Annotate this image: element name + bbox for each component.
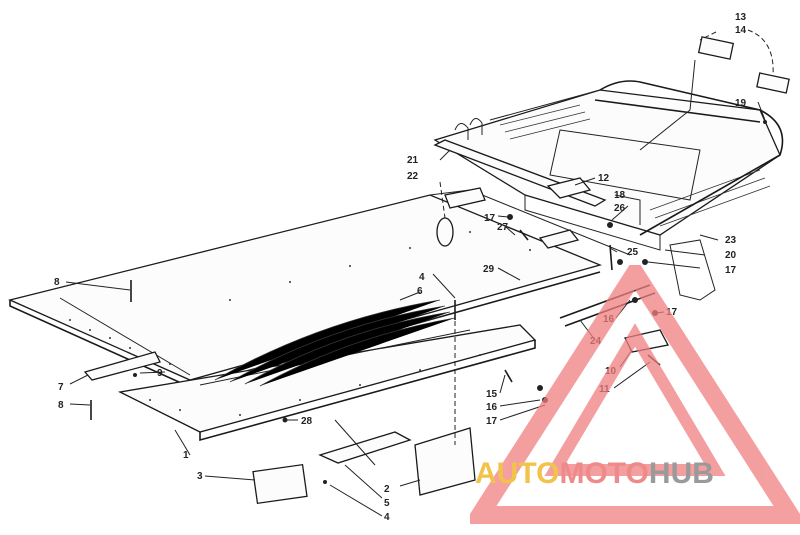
running-board <box>117 299 537 442</box>
callout-13: 13 <box>735 12 747 23</box>
callout-17d: 17 <box>486 416 498 427</box>
watermark-part-hub: HUB <box>649 457 714 490</box>
callout-3: 3 <box>197 471 203 482</box>
callout-21: 21 <box>407 155 419 166</box>
watermark-part-auto: AUTO <box>475 457 559 490</box>
triangle-inner <box>544 323 726 476</box>
callout-8a: 8 <box>54 277 60 288</box>
callout-1: 1 <box>183 450 189 461</box>
leader-lines <box>65 29 774 517</box>
callout-12: 12 <box>598 173 610 184</box>
callout-17a: 17 <box>484 213 496 224</box>
automotohub-watermark: AUTOMOTOHUB <box>470 265 800 524</box>
callout-17c: 17 <box>666 307 678 318</box>
callout-2: 2 <box>384 484 390 495</box>
callout-29: 29 <box>483 264 495 275</box>
callout-26: 26 <box>614 203 626 214</box>
watermark-part-moto: MOTO <box>559 457 648 490</box>
callout-16b: 16 <box>486 402 498 413</box>
callout-27: 27 <box>497 222 509 233</box>
callout-5: 5 <box>384 498 390 509</box>
callout-19: 19 <box>735 98 747 109</box>
callout-8b: 8 <box>58 400 64 411</box>
callout-23: 23 <box>725 235 737 246</box>
callout-15: 15 <box>486 389 498 400</box>
callout-14: 14 <box>735 25 747 36</box>
triangle-outer <box>470 265 800 524</box>
callout-20: 20 <box>725 250 737 261</box>
small-parts <box>83 36 790 505</box>
callout-22: 22 <box>407 171 419 182</box>
callout-9: 9 <box>157 368 163 379</box>
warning-triangle-logo <box>470 265 800 524</box>
callout-18: 18 <box>614 190 626 201</box>
callout-6: 6 <box>417 286 423 297</box>
callout-4b: 4 <box>384 512 390 523</box>
callout-25: 25 <box>627 247 639 258</box>
watermark-text: AUTOMOTOHUB <box>475 457 714 490</box>
callout-17b: 17 <box>725 265 737 276</box>
callout-7: 7 <box>58 382 64 393</box>
callout-4a: 4 <box>419 272 425 283</box>
rear-bumper-rack <box>433 80 784 301</box>
callout-28: 28 <box>301 416 313 427</box>
